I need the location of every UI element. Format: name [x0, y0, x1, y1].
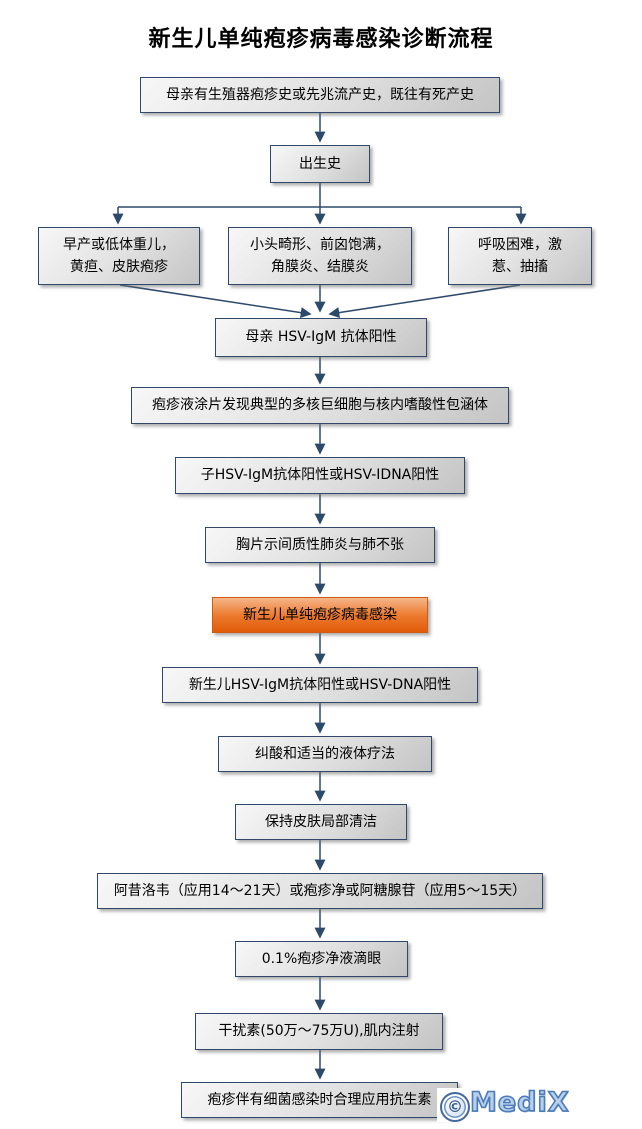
arrow-merge-left: [119, 284, 312, 319]
copyright-icon: ©: [440, 1092, 470, 1122]
flow-node-fluid-therapy: 纠酸和适当的液体疗法: [218, 736, 432, 772]
flow-node-dyspnea: 呼吸困难，激 惹、抽搐: [448, 227, 592, 285]
page-title: 新生儿单纯疱疹病毒感染诊断流程: [148, 27, 494, 52]
medix-logo-text: MediX: [469, 1086, 570, 1119]
branch-lines: [118, 183, 521, 208]
flow-node-eye-drops: 0.1%疱疹净液滴眼: [235, 941, 408, 977]
flow-node-chest-xray: 胸片示间质性肺炎与肺不张: [205, 527, 435, 563]
flow-node-interferon: 干扰素(50万～75万U),肌内注射: [195, 1013, 443, 1050]
arrow-merge-right: [328, 284, 521, 319]
flow-node-maternal-history: 母亲有生殖器疱疹史或先兆流产史，既往有死产史: [140, 77, 500, 113]
medix-watermark: © MediX: [437, 1086, 607, 1124]
flow-node-infant-hsv-igm: 子HSV-IgM抗体阳性或HSV-IDNA阳性: [175, 457, 465, 494]
flow-node-preterm-jaundice: 早产或低体重儿， 黄疸、皮肤疱疹: [38, 227, 200, 285]
flow-node-neonate-hsv-igm: 新生儿HSV-IgM抗体阳性或HSV-DNA阳性: [162, 667, 478, 703]
flow-node-maternal-hsv-igm: 母亲 HSV-IgM 抗体阳性: [215, 318, 427, 357]
flow-node-acyclovir: 阿昔洛韦（应用14～21天）或疱疹净或阿糖腺苷（应用5～15天）: [97, 873, 543, 909]
flow-node-diagnosis: 新生儿单纯疱疹病毒感染: [212, 597, 428, 633]
flow-node-skin-care: 保持皮肤局部清洁: [235, 804, 407, 840]
flow-node-antibiotics: 疱疹伴有细菌感染时合理应用抗生素: [181, 1082, 458, 1118]
flow-node-microcephaly: 小头畸形、前囟饱满， 角膜炎、结膜炎: [228, 227, 412, 285]
copyright-symbol: ©: [447, 1097, 463, 1116]
flow-node-birth-history: 出生史: [270, 145, 370, 183]
flow-node-smear-finding: 疱疹液涂片发现典型的多核巨细胞与核内嗜酸性包涵体: [131, 387, 509, 424]
